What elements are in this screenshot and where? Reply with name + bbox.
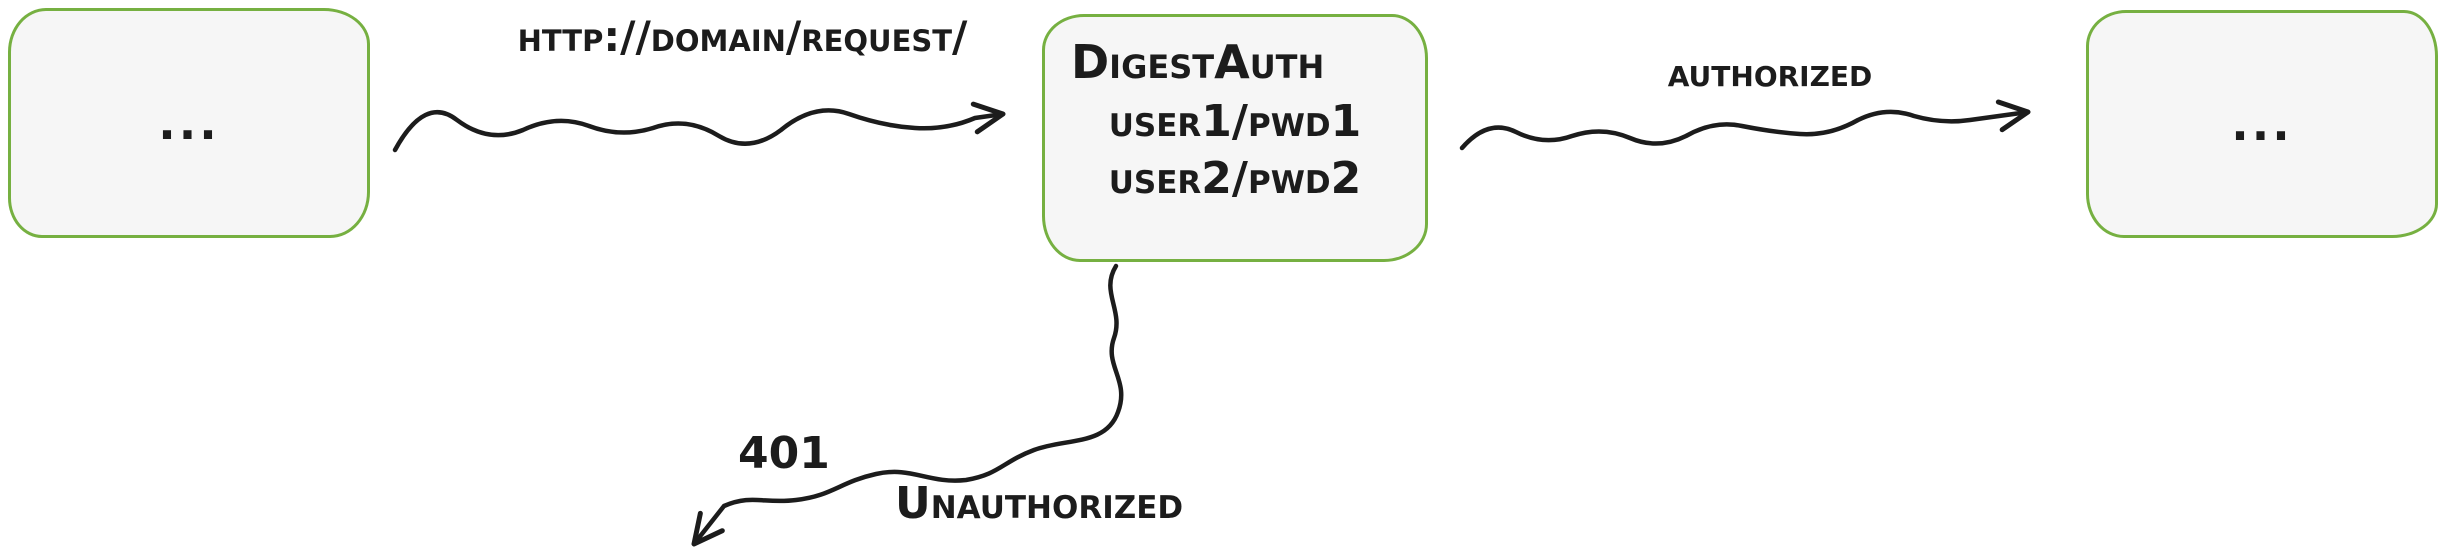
credential-line: user1/pwd1: [1108, 95, 1362, 147]
unauthorized-code-label: 401: [738, 428, 830, 479]
authorized-edge-label: authorized: [1667, 50, 1873, 96]
node-client-label: ...: [158, 96, 220, 150]
digest-auth-title: DigestAuth: [1071, 35, 1325, 89]
request-edge-label: http://domain/request/: [517, 12, 968, 61]
request-arrow: [392, 101, 1006, 153]
node-client: ...: [8, 8, 370, 238]
node-server-label: ...: [2231, 97, 2293, 151]
authorized-arrow: [1459, 99, 2031, 151]
credential-line: user2/pwd2: [1108, 152, 1362, 204]
node-server: ...: [2086, 10, 2438, 238]
node-digest-auth: DigestAuth user1/pwd1 user2/pwd2: [1042, 14, 1428, 262]
unauthorized-edge-label: Unauthorized: [895, 478, 1184, 529]
